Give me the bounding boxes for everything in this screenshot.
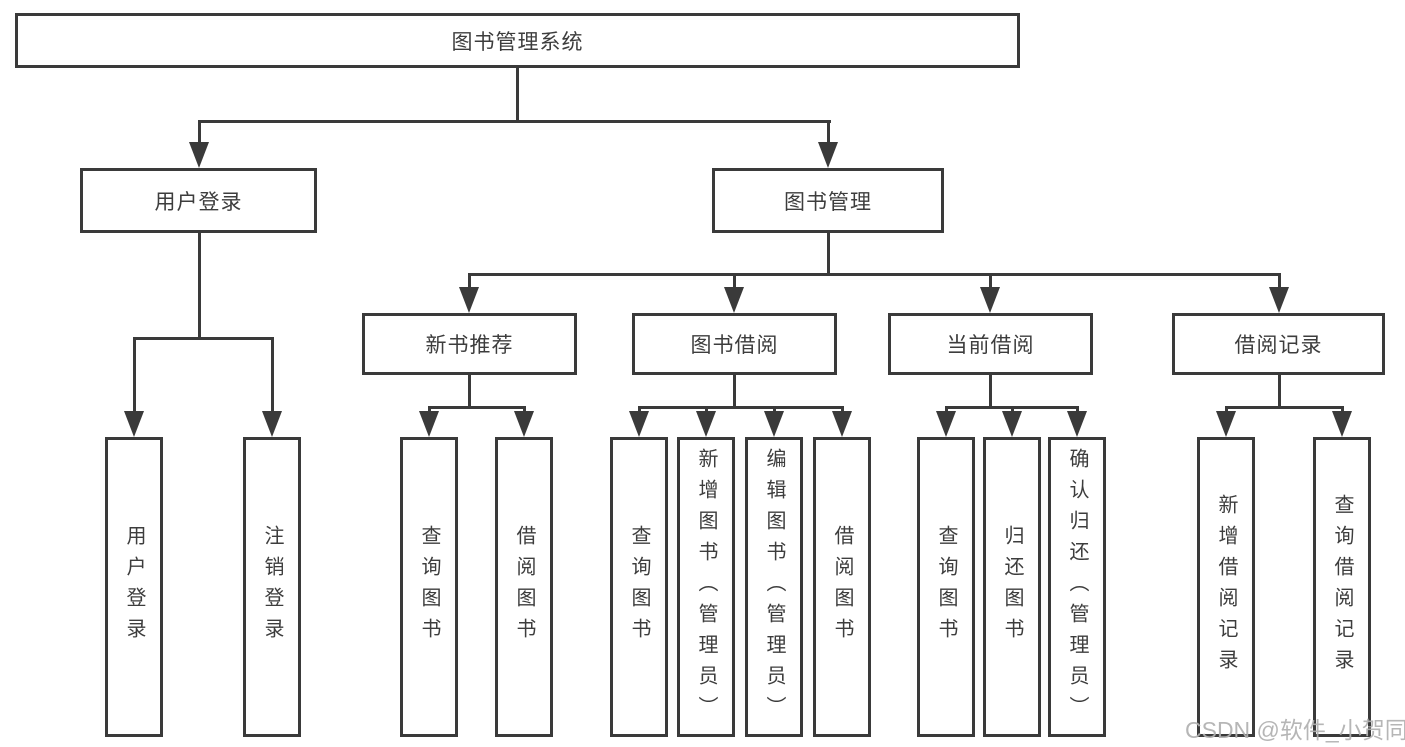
arrow-shaft <box>1011 406 1014 414</box>
arrowhead-down-icon <box>1002 411 1022 437</box>
leaf-query-books-recommend: 查询图书 <box>400 437 458 737</box>
leaf-add-borrow-record: 新增借阅记录 <box>1197 437 1255 737</box>
leaf-borrow-books: 借阅图书 <box>813 437 871 737</box>
arrowhead-down-icon <box>189 142 209 168</box>
connector-vline <box>468 375 471 408</box>
leaf-borrow-books-recommend: 借阅图书 <box>495 437 553 737</box>
node-new-book-recommend: 新书推荐 <box>362 313 577 375</box>
arrow-shaft <box>827 120 830 150</box>
arrowhead-down-icon <box>1269 287 1289 313</box>
arrowhead-down-icon <box>1216 411 1236 437</box>
arrowhead-down-icon <box>980 287 1000 313</box>
arrow-shaft <box>271 337 274 415</box>
leaf-logout: 注销登录 <box>243 437 301 737</box>
node-book-borrowing: 图书借阅 <box>632 313 837 375</box>
arrow-shaft <box>198 120 201 150</box>
arrow-shaft <box>638 406 641 414</box>
arrow-shaft <box>945 406 948 414</box>
connector-vline <box>1278 375 1281 408</box>
arrowhead-down-icon <box>832 411 852 437</box>
connector-hline <box>133 337 274 340</box>
node-root: 图书管理系统 <box>15 13 1020 68</box>
arrow-shaft <box>428 406 431 414</box>
arrowhead-down-icon <box>936 411 956 437</box>
arrowhead-down-icon <box>724 287 744 313</box>
connector-vline <box>989 375 992 408</box>
arrowhead-down-icon <box>764 411 784 437</box>
arrowhead-down-icon <box>419 411 439 437</box>
arrow-shaft <box>468 273 471 293</box>
arrow-shaft <box>1076 406 1079 414</box>
arrowhead-down-icon <box>459 287 479 313</box>
arrow-shaft <box>133 337 136 415</box>
connector-vline <box>198 233 201 338</box>
leaf-add-books-admin: 新增图书（管理员） <box>677 437 735 737</box>
connector-hline <box>468 273 1281 276</box>
node-borrowing-records: 借阅记录 <box>1172 313 1385 375</box>
arrowhead-down-icon <box>696 411 716 437</box>
connector-hline <box>1225 406 1344 409</box>
arrowhead-down-icon <box>629 411 649 437</box>
connector-hline <box>638 406 844 409</box>
arrowhead-down-icon <box>124 411 144 437</box>
arrowhead-down-icon <box>262 411 282 437</box>
arrow-shaft <box>989 273 992 293</box>
leaf-confirm-return-admin: 确认归还（管理员） <box>1048 437 1106 737</box>
leaf-query-borrow-record: 查询借阅记录 <box>1313 437 1371 737</box>
watermark: CSDN @软件_小贺同学 <box>1185 717 1405 743</box>
connector-hline <box>428 406 526 409</box>
node-book-management: 图书管理 <box>712 168 944 233</box>
arrowhead-down-icon <box>1067 411 1087 437</box>
node-user-login: 用户登录 <box>80 168 317 233</box>
leaf-query-books-current: 查询图书 <box>917 437 975 737</box>
leaf-query-books-borrowing: 查询图书 <box>610 437 668 737</box>
arrowhead-down-icon <box>818 142 838 168</box>
leaf-return-books: 归还图书 <box>983 437 1041 737</box>
connector-vline <box>733 375 736 408</box>
connector-hline <box>198 120 831 123</box>
connector-vline <box>516 68 519 121</box>
arrow-shaft <box>705 406 708 414</box>
node-current-borrowing: 当前借阅 <box>888 313 1093 375</box>
arrowhead-down-icon <box>1332 411 1352 437</box>
arrow-shaft <box>1341 406 1344 414</box>
arrow-shaft <box>841 406 844 414</box>
leaf-user-login: 用户登录 <box>105 437 163 737</box>
arrow-shaft <box>733 273 736 293</box>
arrowhead-down-icon <box>514 411 534 437</box>
leaf-edit-books-admin: 编辑图书（管理员） <box>745 437 803 737</box>
arrow-shaft <box>523 406 526 414</box>
arrow-shaft <box>1278 273 1281 293</box>
arrow-shaft <box>773 406 776 414</box>
connector-vline <box>827 233 830 275</box>
arrow-shaft <box>1225 406 1228 414</box>
